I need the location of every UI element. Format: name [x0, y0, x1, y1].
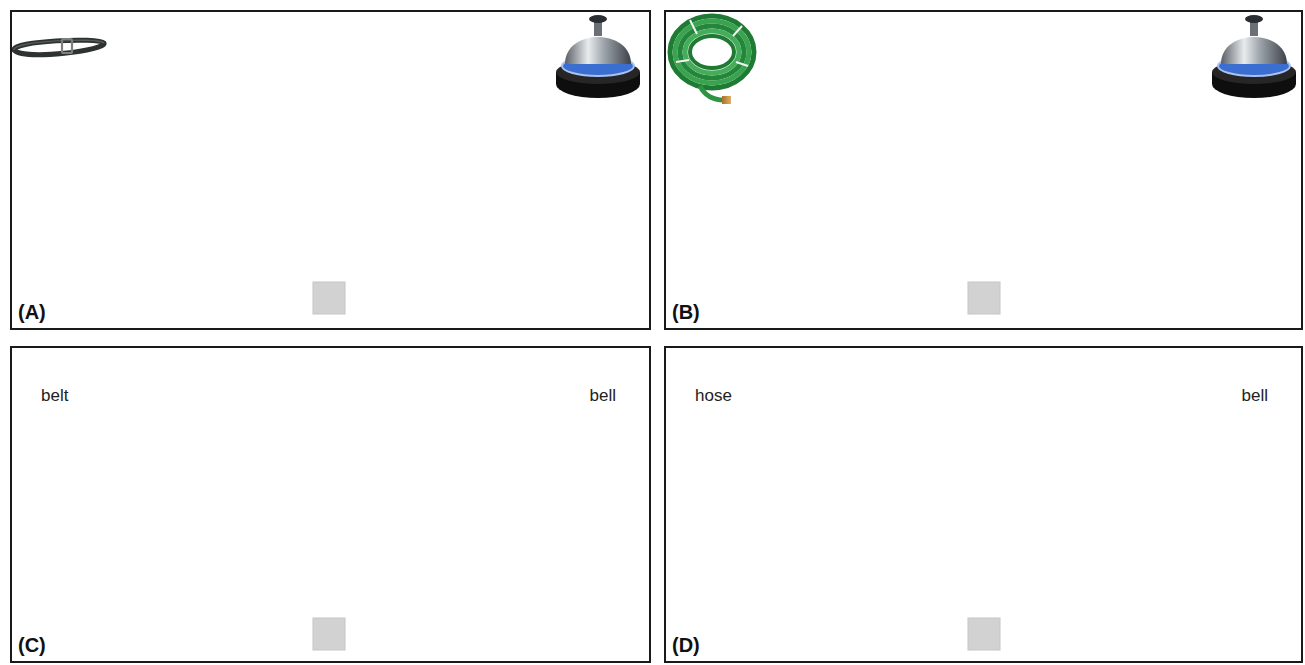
stimulus-panel: belt bell (C) [10, 346, 651, 663]
bell-picture [556, 15, 640, 98]
hose-picture [670, 16, 754, 104]
word-label: belt [41, 386, 68, 406]
panel-label: (B) [672, 300, 700, 324]
word-label: bell [1242, 386, 1268, 406]
word-label: hose [695, 386, 732, 406]
stimulus-panel: (B) [664, 10, 1303, 330]
fixation-square [313, 282, 1000, 650]
panel-label: (A) [18, 300, 46, 324]
stimulus-panel: (A) [10, 10, 651, 330]
stimulus-panel: hose bell (D) [664, 346, 1303, 663]
bell-picture [1212, 15, 1296, 98]
belt-picture [14, 39, 104, 55]
panel-label: (C) [18, 633, 46, 657]
panel-label: (D) [672, 633, 700, 657]
word-label: bell [590, 386, 616, 406]
